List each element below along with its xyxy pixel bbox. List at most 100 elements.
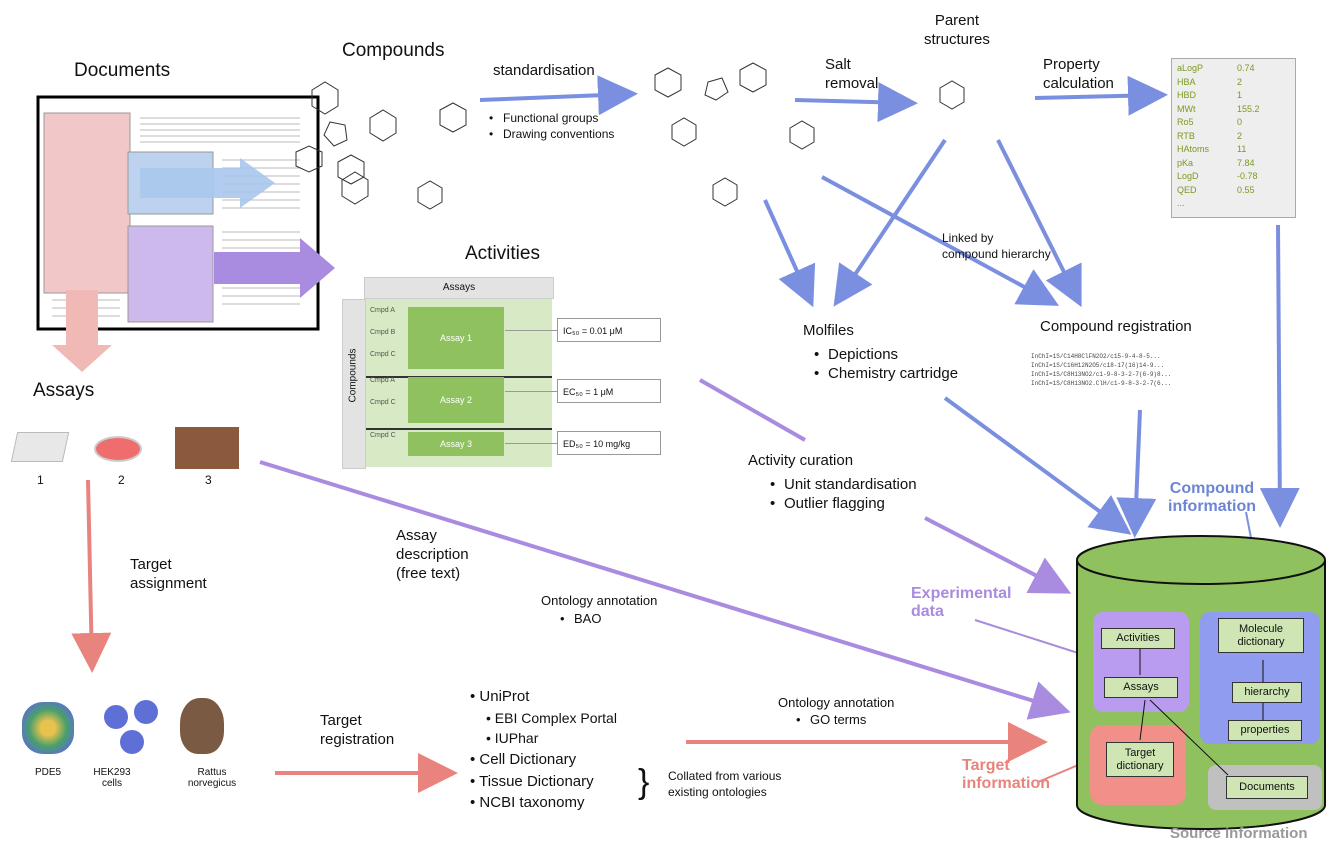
result-connector (505, 443, 557, 444)
activity-result-box: IC₅₀ = 0.01 μM (557, 318, 661, 342)
assay-description-label: Assay description (free text) (396, 527, 469, 582)
inchi-line: InChI=1S/C14H8ClFN2O2/c15-9-4-8-5... (1031, 353, 1161, 360)
target-label: Rattus norvegicus (187, 767, 237, 789)
property-value: 2 (1237, 76, 1243, 87)
bullet-outlier-flagging: Outlier flagging (770, 495, 917, 514)
activities-title: Activities (465, 243, 540, 264)
property-value: 1 (1237, 90, 1243, 100)
property-name: pKa (1177, 157, 1194, 168)
parent-structures-label: Parent structures (924, 12, 990, 48)
target-sources: • UniProt • EBI Complex Portal • IUPhar … (470, 688, 617, 812)
property-row: RTB 2 (1177, 130, 1290, 144)
doc-to-compounds-arrow (140, 158, 275, 208)
standardisation-label: standardisation (493, 62, 595, 79)
target-label: PDE5 (34, 767, 62, 778)
target-label: HEK293 cells (93, 767, 131, 789)
compound-row-label: Cmpd C (370, 399, 396, 406)
assay-num-3: 3 (205, 473, 212, 487)
inchi-list: InChI=1S/C14H8ClFN2O2/c15-9-4-8-5... InC… (1031, 352, 1171, 388)
source-tissue-dictionary: Tissue Dictionary (479, 772, 594, 790)
property-value: 2 (1237, 130, 1243, 141)
molfiles-bullets: Depictions Chemistry cartridge (810, 346, 958, 384)
db-molecule-dictionary: Molecule dictionary (1218, 618, 1304, 654)
protein-structure-icon (22, 702, 74, 754)
bullet-bao: BAO (560, 610, 602, 628)
rat-photo-icon (175, 427, 239, 469)
property-value: 7.84 (1237, 157, 1255, 168)
assay-cell: Assay 2 (408, 377, 504, 423)
rat-icon (180, 698, 224, 754)
inchi-line: InChI=1S/C8H13NO2.ClH/c1-9-8-3-2-7(6... (1031, 380, 1172, 387)
activity-result-box: EC₅₀ = 1 μM (557, 379, 661, 403)
db-hierarchy: hierarchy (1232, 682, 1302, 703)
result-connector (505, 330, 557, 331)
compounds-title: Compounds (342, 40, 445, 61)
db-target-dictionary: Target dictionary (1106, 742, 1174, 778)
property-name: QED (1177, 184, 1197, 195)
assays-title: Assays (33, 380, 95, 401)
target-registration-label: Target registration (320, 712, 395, 748)
source-uniprot: UniProt (479, 688, 530, 705)
compound-structures (295, 62, 965, 210)
compound-row-label: Cmpd A (370, 377, 395, 384)
group-divider (366, 428, 552, 430)
property-name: HAtoms (1177, 144, 1210, 154)
source-ncbi-taxonomy: NCBI taxonomy (479, 794, 585, 812)
db-properties: properties (1228, 720, 1302, 741)
documents-title: Documents (74, 60, 171, 81)
property-row: HBD 1 (1177, 89, 1290, 103)
bullet-depictions: Depictions (814, 346, 958, 365)
compound-row-label: Cmpd A (370, 307, 395, 314)
property-name: aLogP (1177, 63, 1204, 73)
activity-curation-title: Activity curation (748, 452, 854, 469)
petri-dish-icon (94, 436, 142, 462)
bullet-go-terms: GO terms (796, 711, 866, 729)
target-information-label: Target information (962, 757, 1050, 792)
source-cell-dictionary: Cell Dictionary (479, 750, 577, 768)
compound-information-label: Compound information (1168, 480, 1256, 515)
assay-num-2: 2 (118, 473, 125, 487)
result-connector (505, 391, 557, 392)
property-name: HBD (1177, 90, 1197, 100)
assay-cell: Assay 3 (408, 432, 504, 456)
source-ebi-complex-portal: EBI Complex Portal (494, 709, 617, 726)
microplate-icon (10, 432, 70, 462)
property-row: QED 0.55 (1177, 184, 1290, 198)
compounds-axis: Compounds (342, 299, 366, 469)
standardisation-bullets: Functional groups Drawing conventions (485, 110, 614, 143)
doc-to-activities-arrow (214, 238, 335, 298)
property-name: ... (1177, 198, 1185, 208)
linked-by-label: Linked by compound hierarchy (942, 231, 1051, 262)
compounds-axis-label: Compounds (347, 348, 359, 403)
compound-row-label: Cmpd C (370, 351, 396, 358)
compound-registration-title: Compound registration (1040, 318, 1192, 335)
property-value: 155.2 (1237, 103, 1260, 114)
property-row: pKa 7.84 (1177, 157, 1290, 171)
ontology-go-title: Ontology annotation (778, 695, 895, 710)
property-value: 0.55 (1237, 184, 1255, 195)
bullet-unit-standardisation: Unit standardisation (770, 476, 917, 495)
assays-header: Assays (364, 277, 554, 299)
bullet-drawing-conventions: Drawing conventions (489, 126, 614, 142)
compound-row-label: Cmpd B (370, 329, 396, 336)
bullet-functional-groups: Functional groups (489, 110, 614, 126)
assay-num-1: 1 (37, 473, 44, 487)
source-information-label: Source information (1170, 825, 1308, 842)
ontology-bao-title: Ontology annotation (541, 593, 658, 608)
experimental-data-label: Experimental data (911, 585, 1012, 620)
doc-to-assays-arrow (52, 290, 112, 372)
activity-curation-bullets: Unit standardisation Outlier flagging (766, 476, 917, 514)
collated-label: Collated from various existing ontologie… (668, 769, 782, 800)
cells-icon (104, 700, 166, 760)
property-row: ... (1177, 197, 1290, 211)
property-name: RTB (1177, 130, 1195, 141)
property-value: -0.78 (1237, 171, 1258, 181)
db-assays: Assays (1104, 677, 1178, 698)
curly-brace: } (638, 763, 650, 801)
inchi-line: InChI=1S/C8H13NO2/c1-9-8-3-2-7(6-9)8... (1031, 371, 1172, 378)
